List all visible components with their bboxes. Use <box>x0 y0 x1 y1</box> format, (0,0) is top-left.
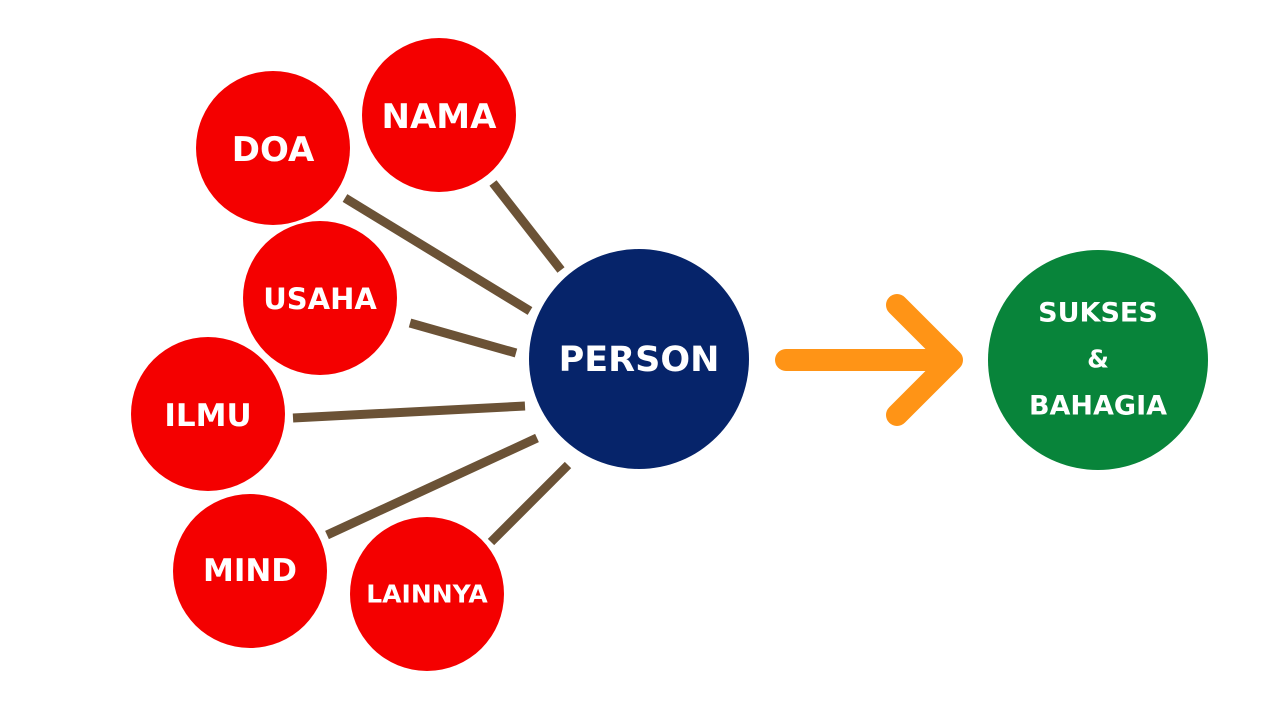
factor-node-nama: NAMA <box>362 38 516 192</box>
connector-nama <box>489 180 565 273</box>
factor-node-doa: DOA <box>196 71 350 225</box>
connector-mind <box>325 433 539 540</box>
factor-label-lainnya: LAINNYA <box>366 580 488 609</box>
factor-circle-mind <box>173 494 327 648</box>
arrow-icon <box>775 294 963 426</box>
result-label-line1: SUKSES <box>1038 298 1158 329</box>
factor-node-mind: MIND <box>173 494 327 648</box>
connector-ilmu <box>292 401 526 423</box>
factor-circle-nama <box>362 38 516 192</box>
arrow-head <box>886 294 963 426</box>
center-label: PERSON <box>559 340 720 380</box>
factor-circle-lainnya <box>350 517 504 671</box>
factor-circle-doa <box>196 71 350 225</box>
result-circle <box>988 250 1208 470</box>
result-label-line2: & <box>1087 345 1109 374</box>
factor-node-usaha: USAHA <box>243 221 397 375</box>
factor-node-ilmu: ILMU <box>131 337 285 491</box>
center-node-person: PERSON <box>529 249 749 469</box>
result-label-line3: BAHAGIA <box>1029 391 1167 422</box>
connector-usaha <box>408 318 518 358</box>
factor-label-doa: DOA <box>232 130 315 170</box>
factor-label-usaha: USAHA <box>263 282 377 316</box>
factor-circle-ilmu <box>131 337 285 491</box>
center-circle <box>529 249 749 469</box>
connector-doa <box>342 194 533 315</box>
connector-lainnya <box>487 461 572 546</box>
factor-label-mind: MIND <box>203 553 297 589</box>
factor-label-ilmu: ILMU <box>164 398 251 434</box>
result-node: SUKSES & BAHAGIA <box>988 250 1208 470</box>
factor-node-lainnya: LAINNYA <box>350 517 504 671</box>
factor-circle-usaha <box>243 221 397 375</box>
connectors <box>292 180 572 546</box>
factor-label-nama: NAMA <box>382 97 498 137</box>
